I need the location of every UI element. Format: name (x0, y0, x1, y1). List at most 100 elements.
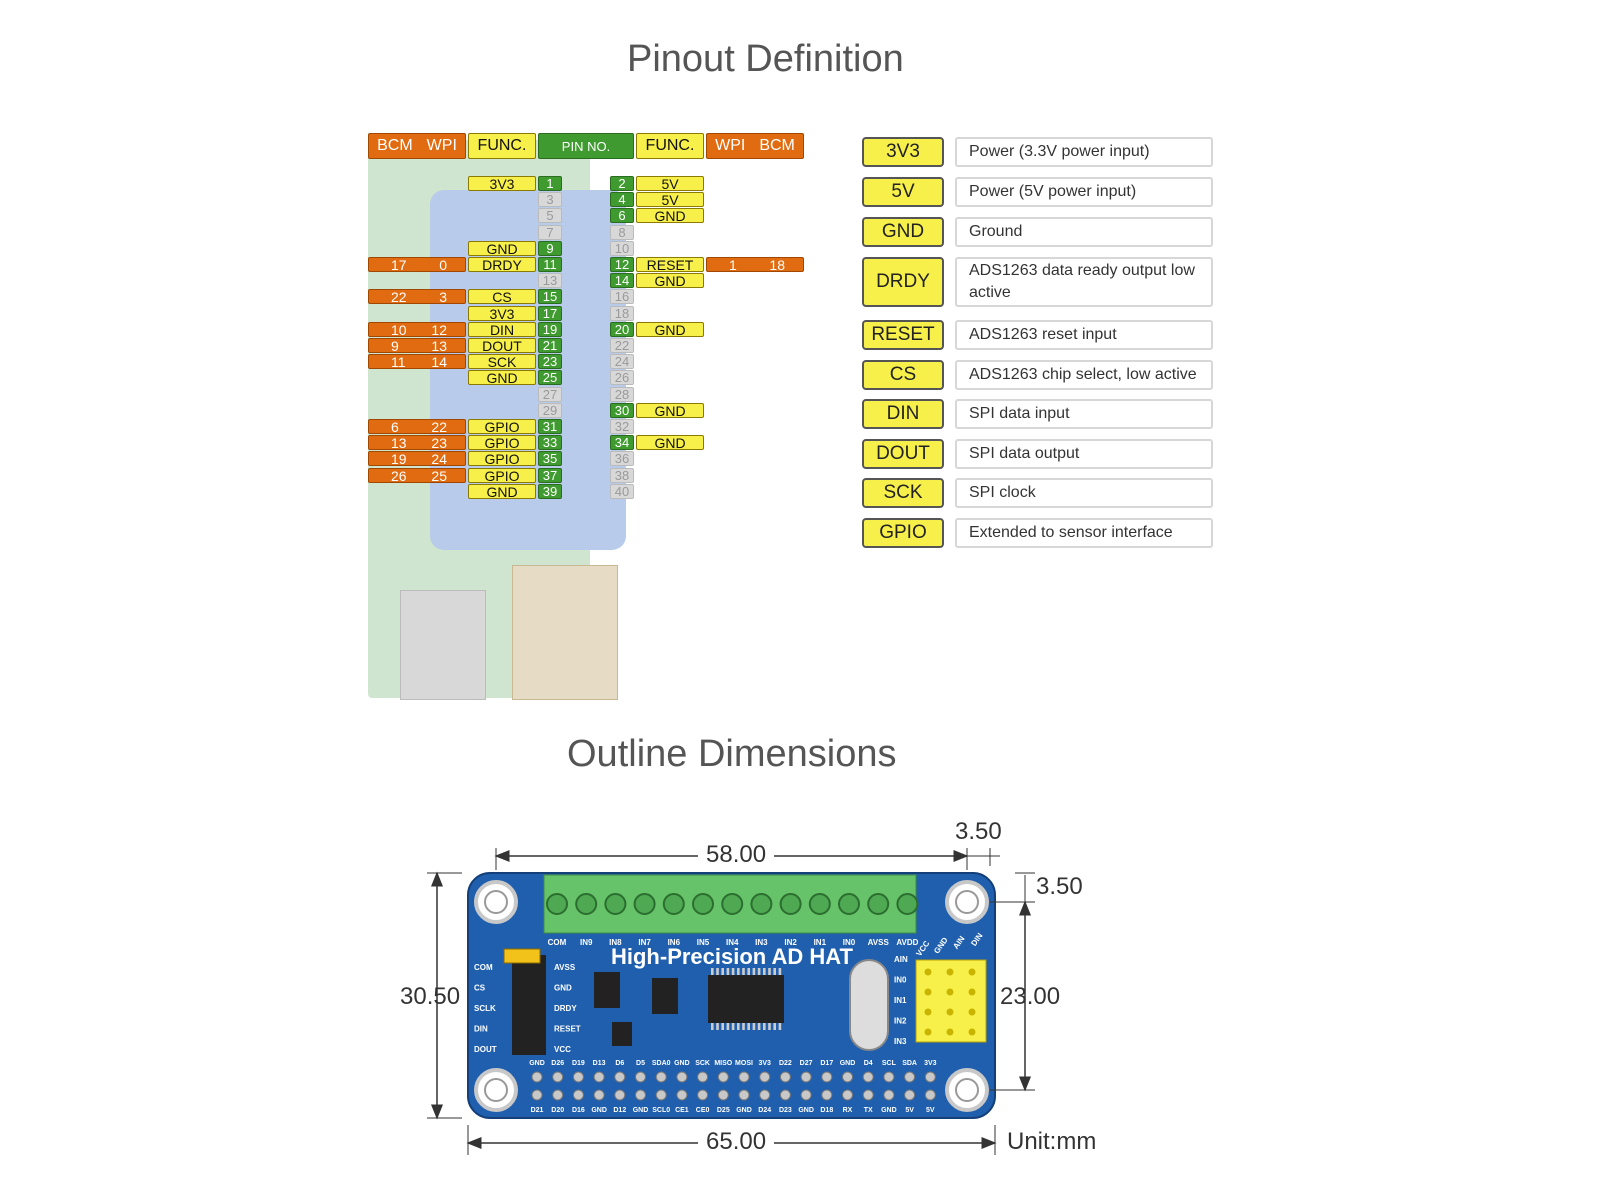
terminal-label: IN9 (580, 938, 593, 947)
pcb-outline (467, 872, 996, 1119)
func-label: 5V (636, 176, 704, 192)
gpio-pin (552, 1089, 564, 1101)
small-ic (612, 1022, 632, 1046)
legend-description: SPI data input (955, 399, 1213, 429)
terminal-screw-icon (867, 893, 890, 915)
chip-pin (711, 1023, 714, 1030)
unit-label: Unit:mm (1007, 1128, 1097, 1155)
gpio-pin (924, 1089, 936, 1101)
gpio-bottom-label: 5V (905, 1107, 914, 1114)
gpio-top-label: D17 (820, 1060, 833, 1067)
header-func-left: FUNC. (468, 133, 536, 159)
func-label: GND (636, 403, 704, 419)
gpio-bottom-label: D24 (758, 1107, 771, 1114)
bcm-number: 18 (769, 256, 785, 273)
outline-title: Outline Dimensions (567, 733, 897, 775)
legend-key: CS (862, 360, 944, 390)
terminal-label: IN3 (755, 938, 768, 947)
chip-pin (752, 1023, 756, 1030)
gpio-top-label: MISO (714, 1060, 732, 1067)
left-header-label: COM (474, 963, 493, 972)
pin-number: 18 (610, 306, 634, 321)
bcm-number: 9 (391, 337, 399, 354)
ain-pin (946, 968, 954, 976)
pin-number: 2 (610, 176, 634, 191)
chip-pin (773, 968, 776, 975)
terminal-screw-icon (779, 893, 802, 915)
header-pin-no: PIN NO. (538, 133, 634, 159)
gpio-pin (572, 1071, 584, 1083)
gpio-pin (759, 1071, 771, 1083)
pin-number: 11 (538, 257, 562, 272)
func-label: GND (468, 370, 536, 386)
gpio-top-label: GND (840, 1060, 856, 1067)
gpio-pin (531, 1071, 543, 1083)
terminal-label: IN1 (814, 938, 827, 947)
gpio-pin (862, 1089, 874, 1101)
func-label: GND (468, 484, 536, 500)
jumper-cap (503, 948, 541, 964)
func-label: GND (636, 273, 704, 289)
func-label: GND (468, 241, 536, 257)
pinout-title: Pinout Definition (627, 38, 904, 80)
chip-pins-top (711, 968, 782, 1030)
header-bcm: BCM (377, 137, 413, 154)
gpio-pin (800, 1089, 812, 1101)
gpio-top-label: SDA (902, 1060, 917, 1067)
terminal-screw-icon (896, 893, 919, 915)
left-header-label: DOUT (474, 1045, 497, 1054)
chip-pin (778, 1023, 782, 1030)
chip-pin (768, 968, 771, 975)
ain-pin (946, 1008, 954, 1016)
pin-number: 20 (610, 322, 634, 337)
bcm-number: 13 (391, 434, 407, 451)
chip-pin (716, 968, 719, 975)
gpio-top-label: D27 (800, 1060, 813, 1067)
terminal-screw-icon (662, 893, 685, 915)
terminal-screw-icon (575, 893, 598, 915)
legend-description: SPI clock (955, 478, 1213, 508)
func-label: GPIO (468, 435, 536, 451)
chip-pin (757, 968, 761, 975)
terminal-label: IN6 (668, 938, 681, 947)
terminal-screw-icon (808, 893, 831, 915)
bcm-number: 26 (391, 467, 407, 484)
func-label: GPIO (468, 419, 536, 435)
legend-key: DIN (862, 399, 944, 429)
pin-number: 4 (610, 192, 634, 207)
pin-number: 35 (538, 451, 562, 466)
wpi-number: 1 (729, 256, 737, 273)
wpi-number: 12 (431, 321, 447, 338)
mounting-hole-icon (945, 880, 989, 924)
pin-number: 6 (610, 208, 634, 223)
gpio-pin (697, 1071, 709, 1083)
ain-label: IN2 (894, 1017, 907, 1026)
terminal-label: IN2 (784, 938, 797, 947)
gpio-bottom-label: D18 (820, 1107, 833, 1114)
gpio-top-label: 3V3 (758, 1060, 771, 1067)
terminal-label: AVDD (896, 938, 918, 947)
ain-pin (924, 968, 932, 976)
gpio-pin (800, 1071, 812, 1083)
ain-pin (946, 988, 954, 996)
ain-label: AIN (894, 955, 908, 964)
terminal-label: COM (548, 938, 567, 947)
terminal-label: IN5 (697, 938, 710, 947)
left-pin-header (512, 955, 546, 1055)
chip-pin (737, 968, 740, 975)
dim-height-inner: 23.00 (1000, 983, 1061, 1010)
terminal-label: IN4 (726, 938, 739, 947)
pin-number: 34 (610, 435, 634, 450)
wpi-bcm-cell: 1 18 (706, 256, 804, 273)
func-label: 3V3 (468, 306, 536, 322)
gpio-pin (883, 1089, 895, 1101)
gpio-pin (717, 1089, 729, 1101)
gpio-pin (738, 1071, 750, 1083)
pin-number: 12 (610, 257, 634, 272)
pin-number: 15 (538, 289, 562, 304)
gpio-pin (779, 1071, 791, 1083)
gpio-bottom-label: CE1 (675, 1107, 689, 1114)
